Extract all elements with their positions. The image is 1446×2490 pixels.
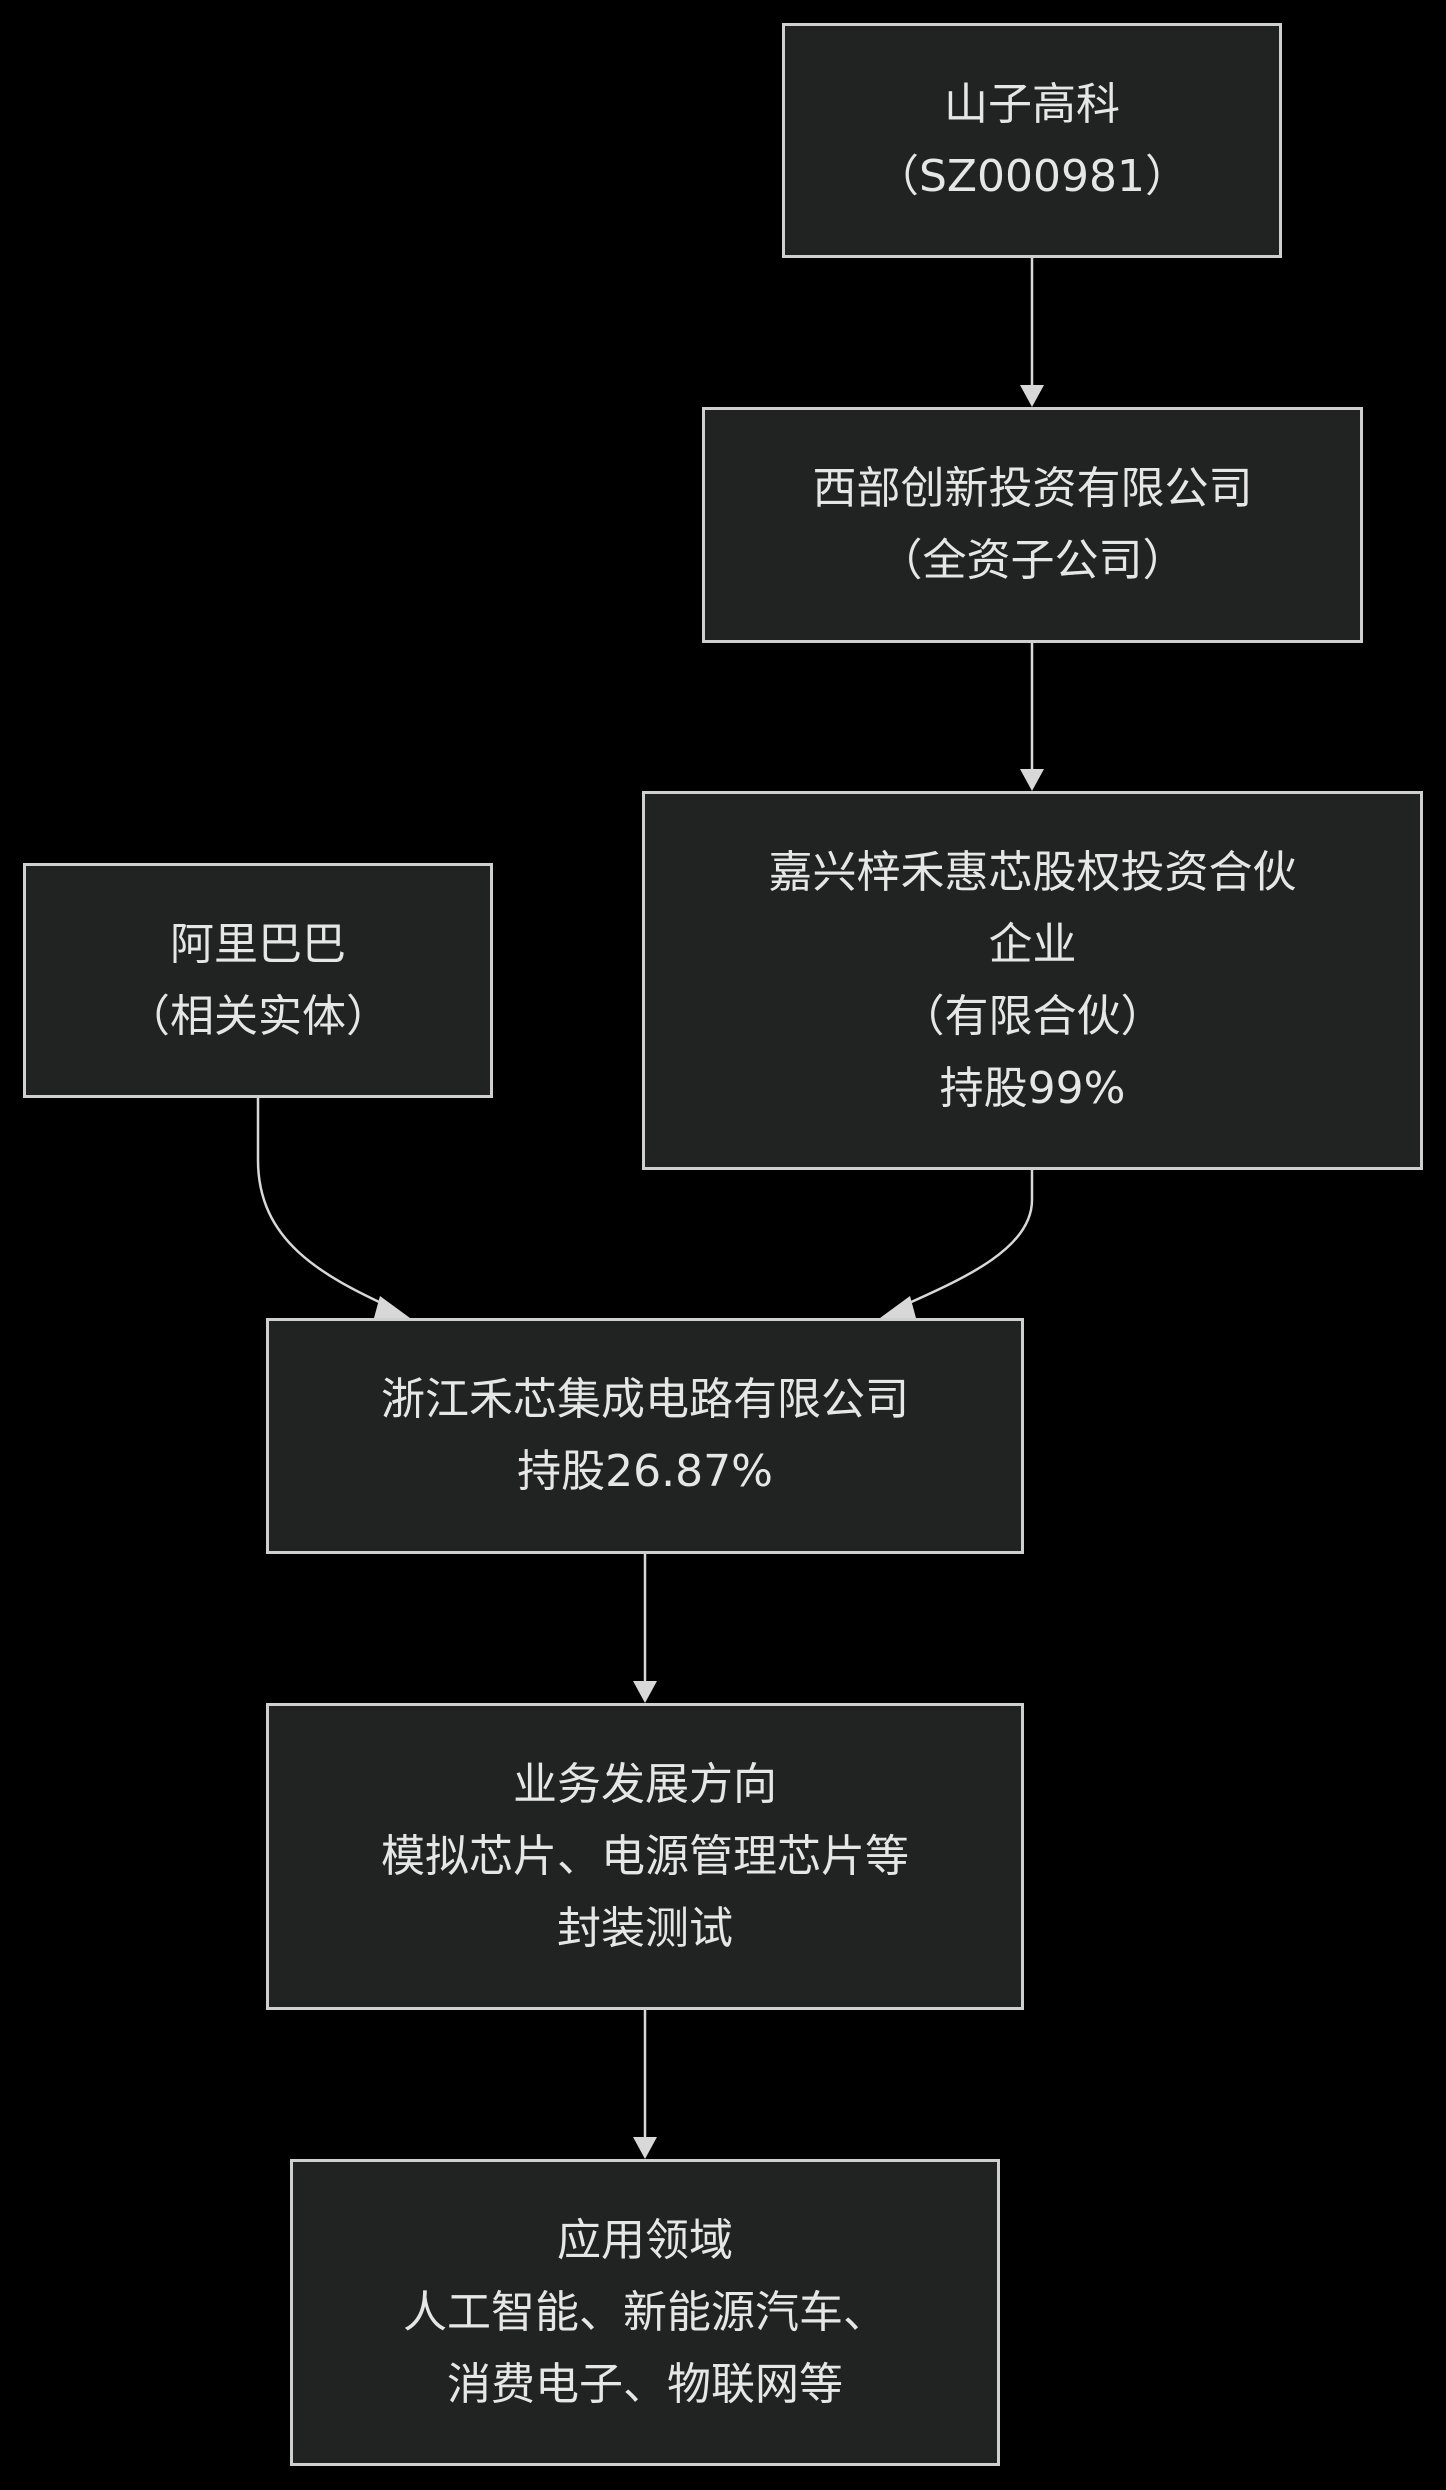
node-application-line-3: 消费电子、物联网等 xyxy=(447,2358,843,2410)
node-business-line-1: 业务发展方向 xyxy=(513,1758,777,1810)
node-shanzi-line-2: （SZ000981） xyxy=(874,150,1190,202)
node-xibu-line-2: （全资子公司） xyxy=(878,535,1187,586)
node-jiaxing-line-4: 持股99% xyxy=(939,1062,1126,1114)
node-alibaba: 阿里巴巴 （相关实体） xyxy=(23,863,493,1098)
node-business-line-2: 模拟芯片、电源管理芯片等 xyxy=(381,1830,909,1882)
node-xibu-chuangxin: 西部创新投资有限公司 （全资子公司） xyxy=(702,407,1363,643)
arrowhead-business-to-application xyxy=(633,2137,657,2159)
node-application-line-1: 应用领域 xyxy=(557,2214,733,2266)
node-business-direction: 业务发展方向 模拟芯片、电源管理芯片等 封装测试 xyxy=(266,1703,1024,2010)
node-alibaba-line-2: （相关实体） xyxy=(126,990,390,1042)
node-hexin-line-1: 浙江禾芯集成电路有限公司 xyxy=(381,1374,909,1425)
node-business-line-3: 封装测试 xyxy=(557,1902,733,1954)
node-hexin-line-2: 持股26.87% xyxy=(517,1446,773,1497)
edge-alibaba-to-hexin xyxy=(256,1098,393,1310)
arrowhead-jiaxing-to-hexin xyxy=(880,1296,916,1318)
node-jiaxing-line-2: 企业 xyxy=(988,918,1077,970)
node-xibu-line-1: 西部创新投资有限公司 xyxy=(812,463,1253,514)
arrowhead-shanzi-to-xibu xyxy=(1020,385,1044,407)
arrowhead-alibaba-to-hexin xyxy=(374,1296,410,1318)
node-application-line-2: 人工智能、新能源汽车、 xyxy=(403,2286,887,2338)
node-shanzi-gaoke: 山子高科 （SZ000981） xyxy=(782,23,1282,258)
arrowhead-hexin-to-business xyxy=(633,1681,657,1703)
node-jiaxing-line-3: （有限合伙） xyxy=(900,990,1165,1042)
node-jiaxing-partnership: 嘉兴梓禾惠芯股权投资合伙 企业 （有限合伙） 持股99% xyxy=(642,791,1423,1170)
node-application-fields: 应用领域 人工智能、新能源汽车、 消费电子、物联网等 xyxy=(290,2159,1000,2466)
arrowhead-xibu-to-jiaxing xyxy=(1020,769,1044,791)
node-alibaba-line-1: 阿里巴巴 xyxy=(170,918,346,970)
node-shanzi-line-1: 山子高科 xyxy=(944,78,1120,130)
node-jiaxing-line-1: 嘉兴梓禾惠芯股权投资合伙 xyxy=(768,846,1297,898)
edge-jiaxing-to-hexin xyxy=(897,1170,1034,1310)
node-zhejiang-hexin: 浙江禾芯集成电路有限公司 持股26.87% xyxy=(266,1318,1024,1554)
